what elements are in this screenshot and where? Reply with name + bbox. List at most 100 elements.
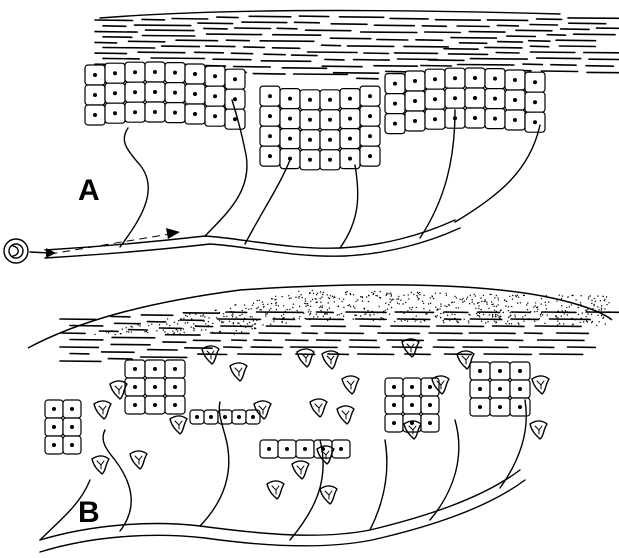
corneum-lamella: [547, 35, 565, 36]
stipple-dot: [282, 296, 283, 297]
corneum-lamella: [95, 20, 133, 21]
dendritic-cell: [320, 486, 337, 504]
stipple-dot: [523, 320, 524, 321]
stipple-dot: [601, 305, 602, 306]
stipple-dot: [286, 309, 287, 310]
stipple-dot: [583, 321, 584, 322]
stipple-dot: [385, 310, 386, 311]
corneum-lamella: [277, 28, 297, 29]
stipple-dot: [137, 324, 138, 325]
stipple-dot: [527, 303, 528, 304]
stipple-dot: [374, 291, 375, 292]
stipple-dot: [345, 294, 346, 295]
stipple-dot: [586, 316, 587, 317]
stipple-dot: [498, 304, 499, 305]
stipple-dot: [309, 314, 310, 315]
stipple-dot: [356, 301, 357, 302]
cell-nucleus: [237, 415, 241, 419]
corneum-lamella: [529, 41, 550, 42]
stipple-dot: [385, 303, 386, 304]
dendritic-cell: [170, 416, 187, 434]
stipple-dot: [313, 293, 314, 294]
stipple-dot: [310, 313, 311, 314]
stipple-dot: [259, 309, 260, 310]
stipple-dot: [454, 302, 455, 303]
stipple-dot: [389, 298, 390, 299]
stipple-dot: [262, 304, 263, 305]
stipple-dot: [256, 308, 257, 309]
stipple-dot: [601, 309, 602, 310]
stipple-dot: [131, 326, 132, 327]
cell-nucleus: [433, 97, 437, 101]
stipple-dot: [540, 316, 541, 317]
stipple-dot: [497, 297, 498, 298]
stipple-dot: [108, 332, 109, 333]
corneum-lamella: [260, 41, 314, 42]
stipple-dot: [283, 317, 284, 318]
stipple-dot: [236, 317, 237, 318]
stipple-dot: [567, 296, 568, 297]
stipple-dot: [515, 295, 516, 296]
stipple-dot: [323, 292, 324, 293]
cell-nucleus: [153, 403, 157, 407]
stipple-dot: [407, 321, 408, 322]
corneum-lamella: [421, 66, 452, 67]
stipple-dot: [533, 306, 534, 307]
cell-nucleus: [153, 367, 157, 371]
dendritic-cell-nucleus: [537, 381, 544, 389]
stipple-dot: [435, 293, 436, 294]
stipple-dot: [350, 306, 351, 307]
corneum-lamella: [135, 25, 191, 26]
stipple-dot: [559, 295, 560, 296]
stipple-dot: [298, 297, 299, 298]
stipple-dot: [392, 299, 393, 300]
corneum-lamella: [273, 35, 321, 36]
stipple-dot: [223, 316, 224, 317]
stipple-dot: [304, 303, 305, 304]
stipple-dot: [431, 295, 432, 296]
stipple-dot: [408, 298, 409, 299]
stipple-dot: [313, 316, 314, 317]
stipple-dot: [443, 322, 444, 323]
corneum-lamella: [244, 47, 265, 48]
stipple-dot: [597, 295, 598, 296]
stipple-dot: [317, 316, 318, 317]
stipple-dot: [496, 306, 497, 307]
stipple-dot: [439, 308, 440, 309]
stipple-dot: [391, 294, 392, 295]
stipple-dot: [429, 310, 430, 311]
stipple-dot: [491, 301, 492, 302]
stipple-dot: [357, 299, 358, 300]
corneum-lamella: [458, 65, 514, 66]
stipple-dot: [265, 314, 266, 315]
stipple-dot: [252, 324, 253, 325]
stipple-dot: [491, 304, 492, 305]
stipple-dot: [511, 306, 512, 307]
stipple-dot: [400, 300, 401, 301]
corneum-lamella: [232, 53, 253, 54]
stipple-dot: [537, 306, 538, 307]
stipple-dot: [597, 306, 598, 307]
stipple-dot: [476, 313, 477, 314]
stipple-dot: [305, 298, 306, 299]
stipple-dot: [270, 308, 271, 309]
stipple-dot: [221, 322, 222, 323]
stipple-dot: [322, 294, 323, 295]
stipple-dot: [283, 305, 284, 306]
stipple-dot: [481, 301, 482, 302]
corneum-lamella: [425, 32, 461, 33]
corneum-lamella: [308, 52, 358, 53]
stipple-dot: [512, 299, 513, 300]
stipple-dot: [598, 309, 599, 310]
stipple-dot: [480, 297, 481, 298]
stipple-dot: [420, 321, 421, 322]
cell-nucleus: [518, 369, 522, 373]
stipple-dot: [484, 301, 485, 302]
corneum-lamella: [470, 59, 527, 60]
stipple-dot: [592, 321, 593, 322]
stipple-dot: [479, 316, 480, 317]
stipple-dot: [505, 305, 506, 306]
stipple-dot: [483, 314, 484, 315]
cell-nucleus: [478, 369, 482, 373]
stipple-dot: [403, 295, 404, 296]
